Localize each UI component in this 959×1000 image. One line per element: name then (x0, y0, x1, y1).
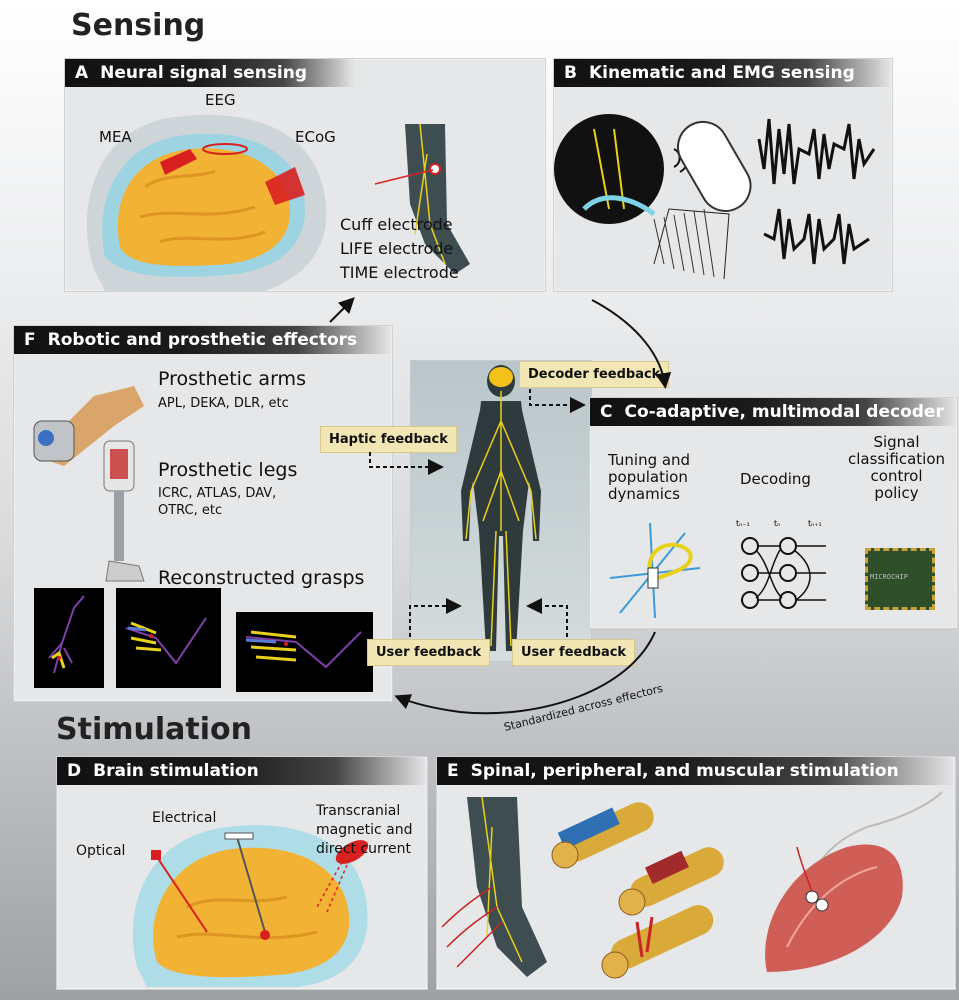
arrow-user-feedback-right (530, 606, 567, 637)
arrow-user-feedback-left (410, 606, 458, 637)
arrow-haptic-feedback (370, 452, 440, 467)
arrow-decoder-feedback (530, 389, 582, 405)
arrow-sensing-to-decoder (592, 300, 665, 385)
arrow-effectors-to-sensing (330, 300, 352, 322)
standardized-across-effectors-label: Standardized across effectors (503, 682, 665, 734)
